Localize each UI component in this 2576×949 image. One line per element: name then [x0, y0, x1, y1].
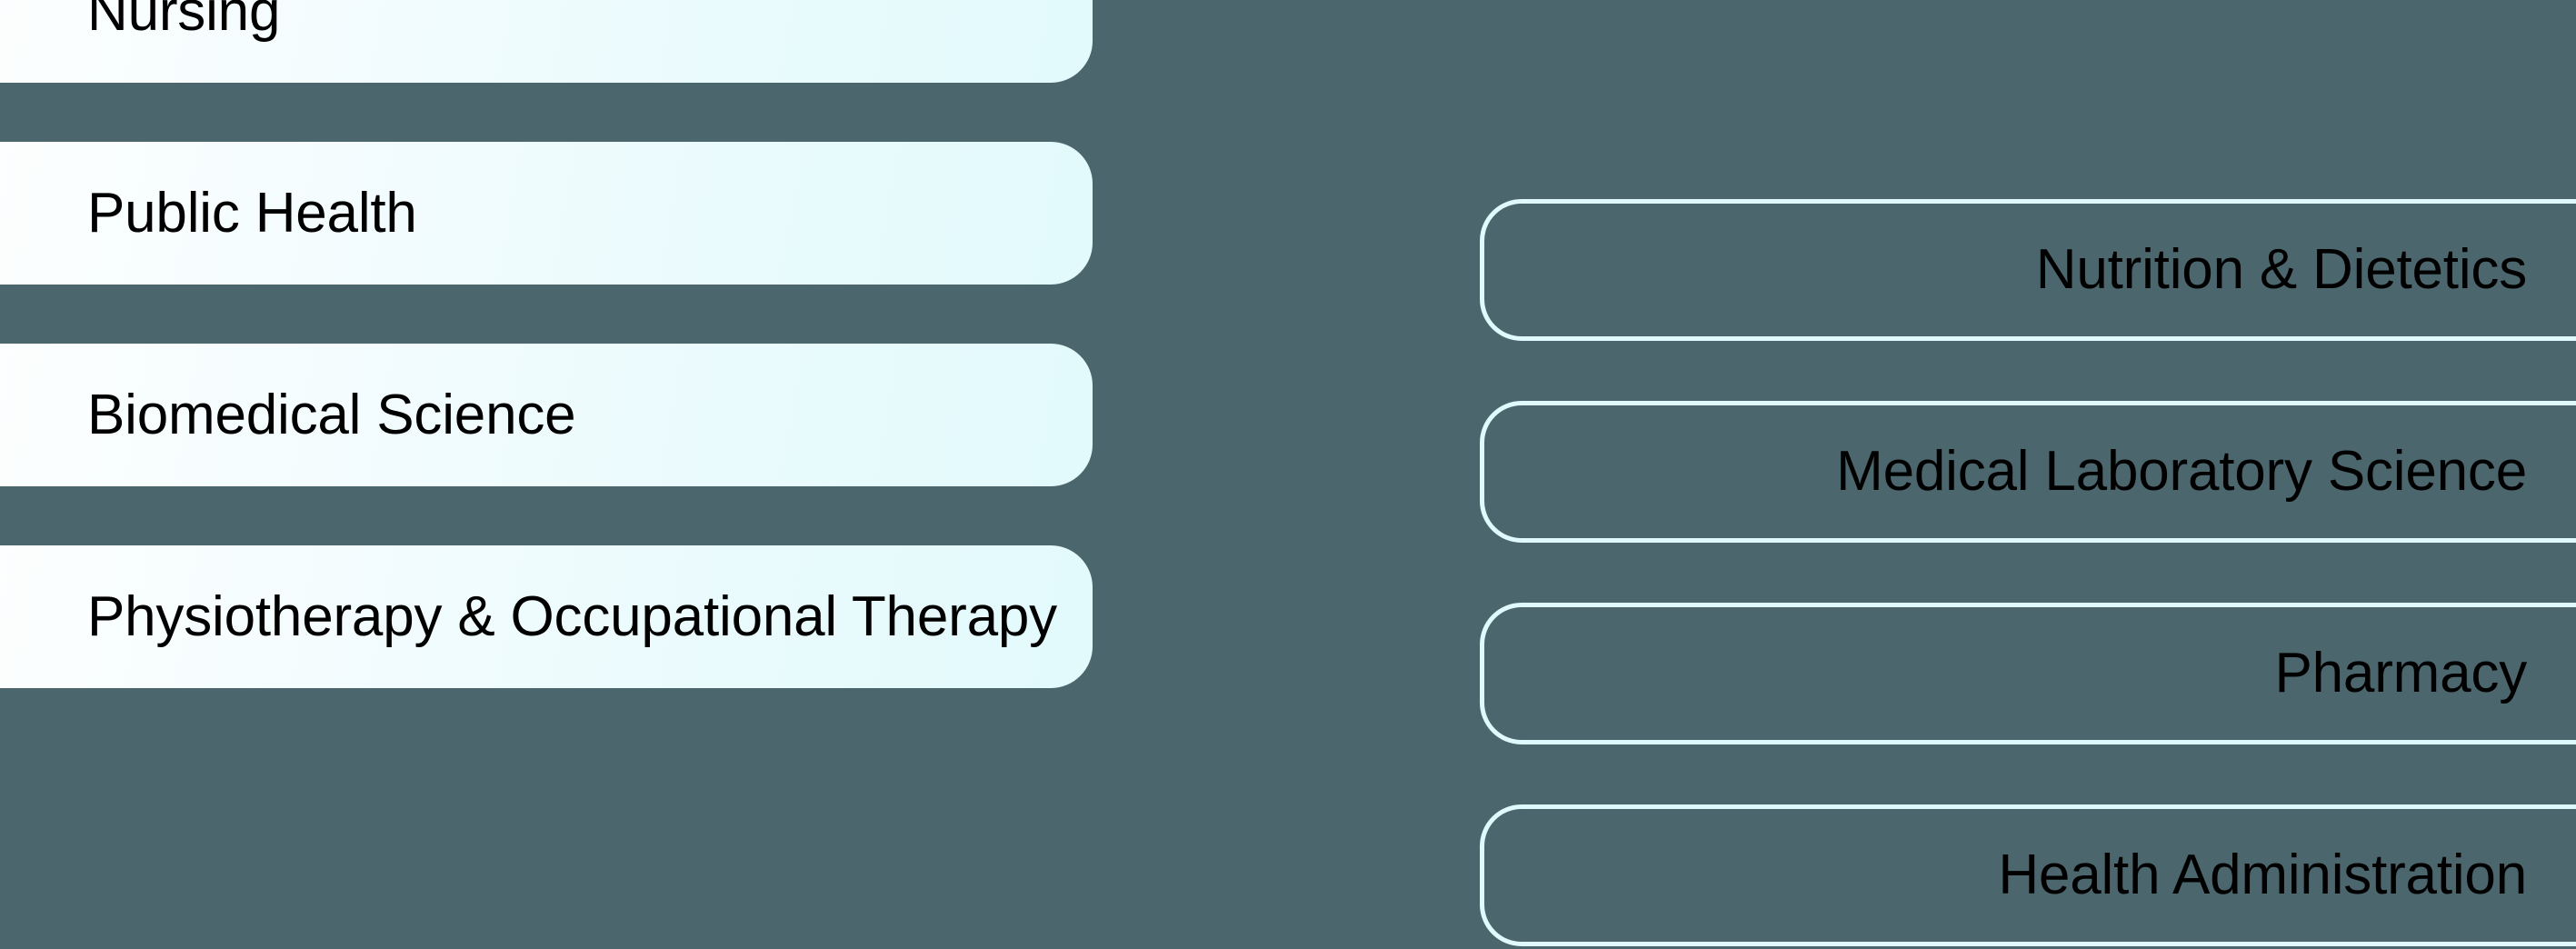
pill-physiotherapy-occupational-therapy[interactable]: Physiotherapy & Occupational Therapy — [0, 545, 1093, 688]
pill-label: Nursing — [87, 0, 281, 43]
outlined-pill-column: Nutrition & Dietetics Medical Laboratory… — [1480, 199, 2576, 949]
pill-label: Physiotherapy & Occupational Therapy — [87, 584, 1057, 648]
pill-label: Nutrition & Dietetics — [2035, 238, 2527, 301]
pill-public-health[interactable]: Public Health — [0, 142, 1093, 285]
pill-label: Public Health — [87, 181, 417, 245]
pill-medical-laboratory-science[interactable]: Medical Laboratory Science — [1480, 401, 2576, 543]
pill-health-administration[interactable]: Health Administration — [1480, 804, 2576, 946]
pill-biomedical-science[interactable]: Biomedical Science — [0, 344, 1093, 486]
pill-nutrition-dietetics[interactable]: Nutrition & Dietetics — [1480, 199, 2576, 341]
pill-label: Medical Laboratory Science — [1836, 440, 2527, 503]
pill-nursing[interactable]: Nursing — [0, 0, 1093, 83]
filled-pill-column: Nursing Public Health Biomedical Science… — [0, 0, 1093, 747]
pill-pharmacy[interactable]: Pharmacy — [1480, 603, 2576, 744]
pill-label: Biomedical Science — [87, 383, 576, 446]
pill-label: Health Administration — [1998, 844, 2527, 906]
pill-label: Pharmacy — [2274, 642, 2528, 704]
